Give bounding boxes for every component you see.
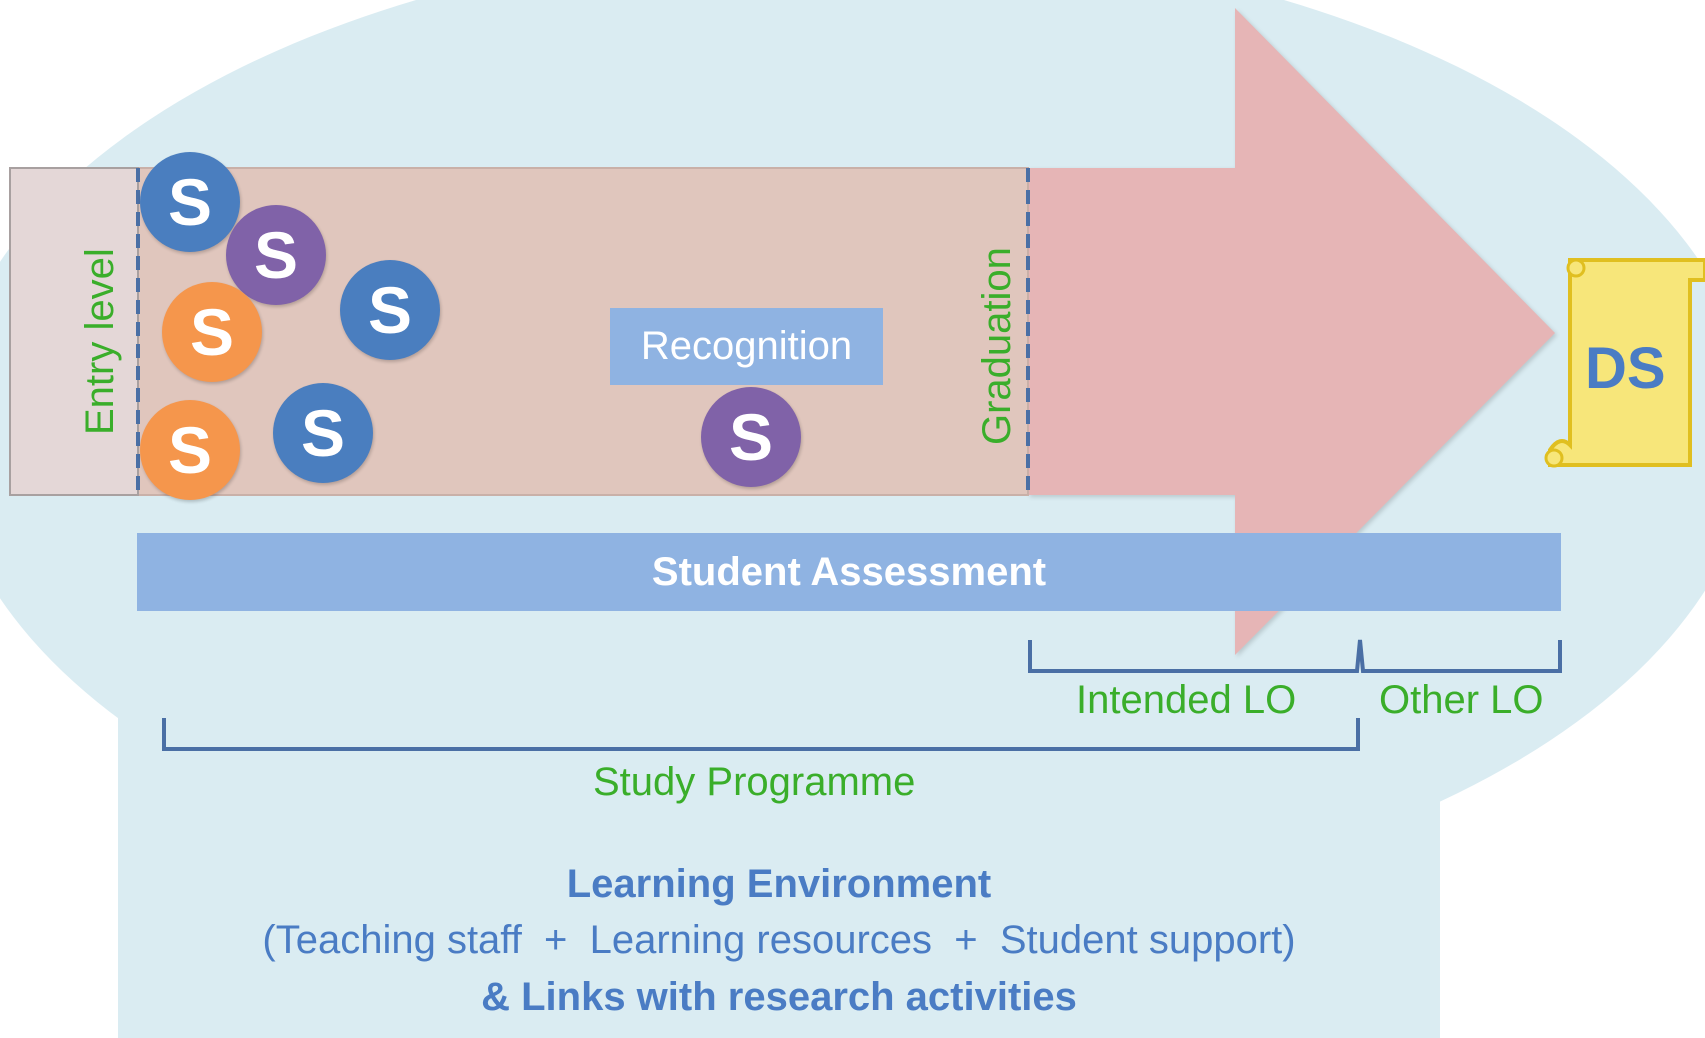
student-icon: S: [140, 400, 240, 500]
research-links-label: & Links with research activities: [481, 975, 1077, 1019]
student-icon: S: [140, 152, 240, 252]
student-assessment-label: Student Assessment: [651, 549, 1047, 594]
learning-environment-components: (Teaching staff + Learning resources + S…: [262, 918, 1296, 962]
other-lo-label: Other LO: [1379, 678, 1544, 722]
recognition-box: [610, 308, 883, 385]
student-icon: S: [162, 282, 262, 382]
intended-lo-label: Intended LO: [1076, 678, 1297, 722]
student-icon: S: [701, 387, 801, 487]
study-programme-bracket: [162, 718, 1360, 751]
student-icon: S: [273, 383, 373, 483]
diploma-supplement-label: DS: [1585, 336, 1666, 401]
progression-arrow: [1028, 8, 1555, 655]
entry-level-label: Entry level: [78, 248, 122, 435]
study-programme-label: Study Programme: [593, 760, 916, 804]
recognition-label: Recognition: [640, 324, 853, 368]
learning-outcomes-bracket: [1028, 639, 1562, 673]
student-assessment-bar: [137, 533, 1561, 611]
student-icon: S: [340, 260, 440, 360]
learning-environment-title: Learning Environment: [566, 862, 992, 906]
student-icon: S: [226, 205, 326, 305]
learning-environment-base: [118, 620, 1440, 1038]
graduation-label: Graduation: [975, 247, 1019, 445]
diploma-scroll-icon: [1544, 258, 1705, 468]
